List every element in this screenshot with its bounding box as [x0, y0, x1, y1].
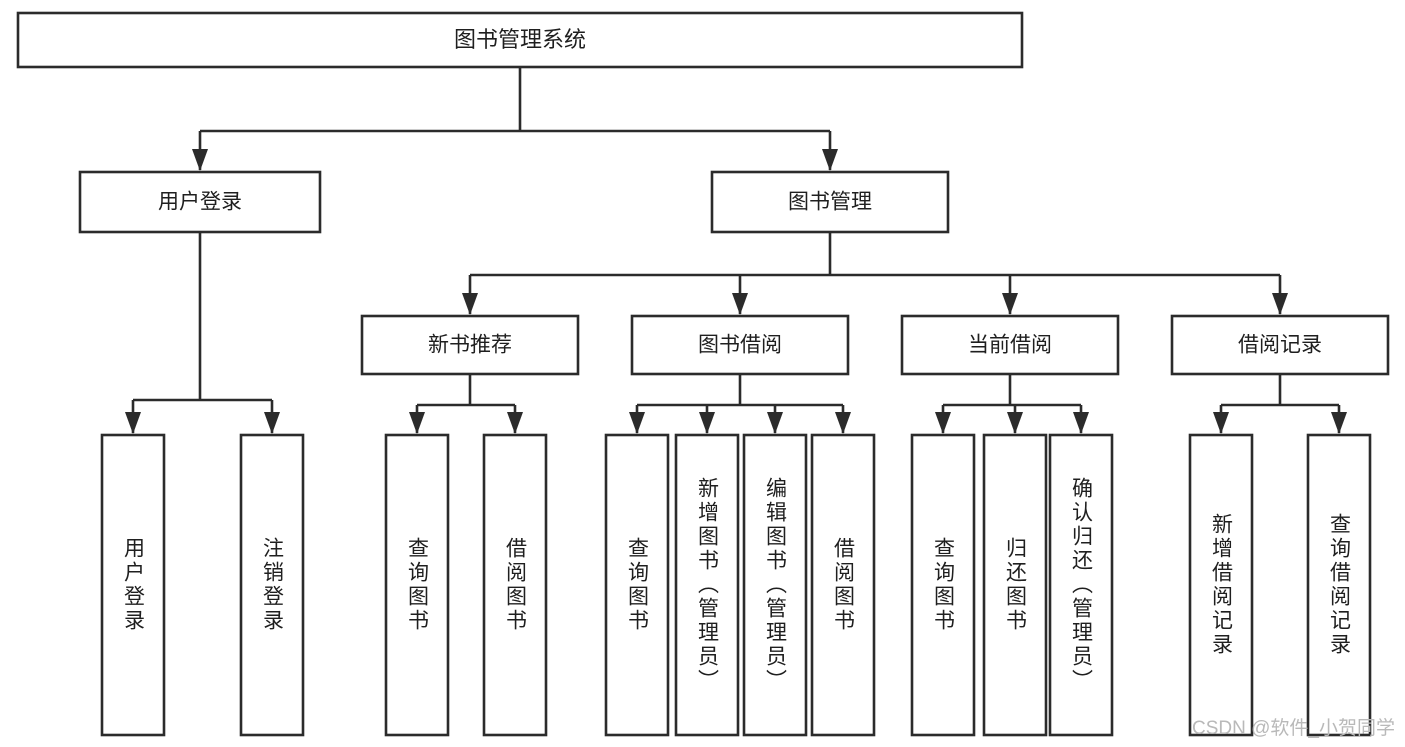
node-box-leaf-query-borrow-record[interactable] [1306, 433, 1372, 737]
node-box-book-borrow[interactable] [630, 314, 850, 376]
node-label-new-book-recommend: 新书推荐 [428, 334, 512, 357]
node-box-leaf-add-borrow-record[interactable] [1188, 433, 1254, 737]
node-box-leaf-return-book[interactable] [982, 433, 1048, 737]
arrow-head-icon-leaf-edit-book [767, 412, 783, 434]
node-box-leaf-logout[interactable] [239, 433, 305, 737]
node-box-leaf-query-book-current[interactable] [910, 433, 976, 737]
node-box-root[interactable] [16, 11, 1024, 69]
node-box-leaf-query-book-borrow[interactable] [604, 433, 670, 737]
arrow-head-icon-leaf-return-book [1007, 412, 1023, 434]
arrow-head-icon-leaf-query-book-current [935, 412, 951, 434]
node-box-layer [16, 11, 1390, 737]
arrow-head-icon-book-management [822, 149, 838, 171]
node-label-borrow-record: 借阅记录 [1238, 334, 1322, 357]
arrow-head-icon-leaf-add-book [699, 412, 715, 434]
arrow-head-icon-borrow-record [1272, 293, 1288, 315]
arrow-head-icon-new-book-recommend [462, 293, 478, 315]
arrow-head-icon-leaf-query-book-recommend [409, 412, 425, 434]
node-box-user-login[interactable] [78, 170, 322, 234]
arrow-head-icon-leaf-user-login [125, 412, 141, 434]
arrow-head-icon-leaf-query-book-borrow [629, 412, 645, 434]
node-box-new-book-recommend[interactable] [360, 314, 580, 376]
arrow-head-icon-leaf-logout [264, 412, 280, 434]
node-label-root: 图书管理系统 [454, 27, 586, 52]
node-label-book-management: 图书管理 [788, 191, 872, 214]
node-box-leaf-confirm-return[interactable] [1048, 433, 1114, 737]
node-box-leaf-user-login[interactable] [100, 433, 166, 737]
node-box-leaf-borrow-book[interactable] [810, 433, 876, 737]
node-label-user-login: 用户登录 [158, 191, 242, 214]
arrow-head-icon-current-borrow [1002, 293, 1018, 315]
node-box-leaf-query-book-recommend[interactable] [384, 433, 450, 737]
node-label-book-borrow: 图书借阅 [698, 334, 782, 357]
arrow-head-icon-leaf-confirm-return [1073, 412, 1089, 434]
node-box-leaf-add-book[interactable] [674, 433, 740, 737]
csdn-watermark: CSDN @软件_小贺同学 [1192, 718, 1395, 739]
connector-layer [125, 67, 1347, 434]
arrow-head-icon-book-borrow [732, 293, 748, 315]
node-box-leaf-edit-book[interactable] [742, 433, 808, 737]
node-box-leaf-borrow-book-recommend[interactable] [482, 433, 548, 737]
arrow-head-icon-leaf-borrow-book [835, 412, 851, 434]
arrow-head-icon-leaf-borrow-book-recommend [507, 412, 523, 434]
arrow-head-icon-leaf-add-borrow-record [1213, 412, 1229, 434]
arrow-head-icon-user-login [192, 149, 208, 171]
node-label-current-borrow: 当前借阅 [968, 334, 1052, 357]
arrow-head-icon-leaf-query-borrow-record [1331, 412, 1347, 434]
node-box-current-borrow[interactable] [900, 314, 1120, 376]
node-box-borrow-record[interactable] [1170, 314, 1390, 376]
node-box-book-management[interactable] [710, 170, 950, 234]
